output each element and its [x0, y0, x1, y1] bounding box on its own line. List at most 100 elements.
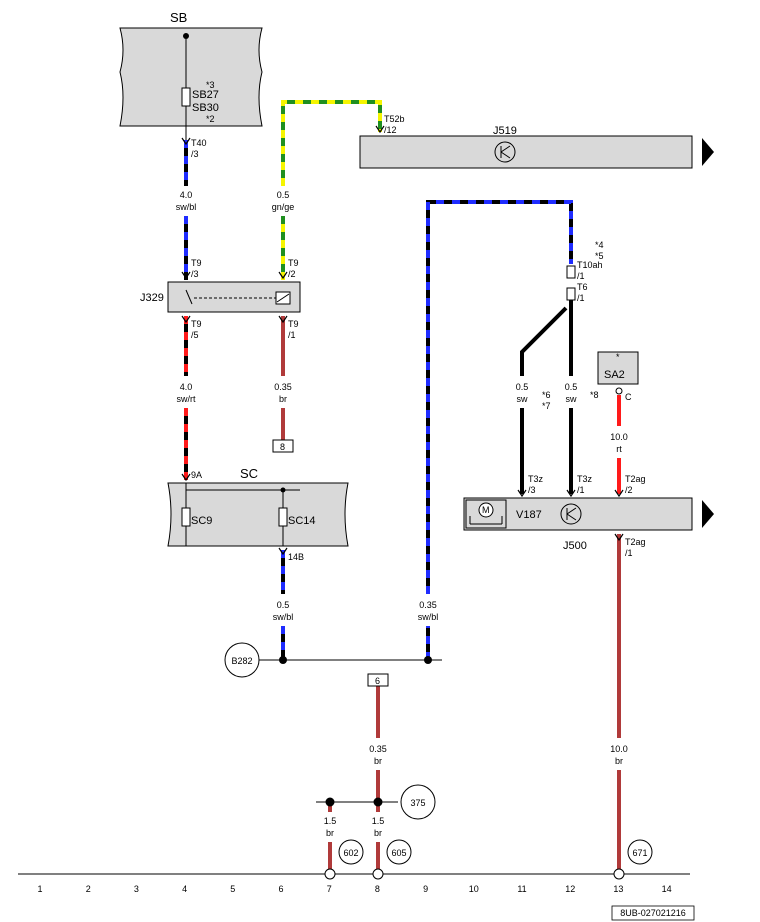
conn-t2ag-b: T2ag — [625, 537, 646, 547]
conn-t2ag-a-pin: /2 — [625, 485, 633, 495]
conn-t3z-b-pin: /1 — [577, 485, 585, 495]
ref-6-label: 6 — [375, 676, 380, 686]
j500-transistor-icon — [560, 503, 582, 525]
j500-label: J500 — [563, 540, 587, 552]
conn-t3z-b: T3z — [577, 474, 593, 484]
circle-375 — [400, 784, 436, 820]
wire-w1-size: 4.0 — [180, 190, 193, 200]
conn-t9d-pin: /1 — [288, 330, 296, 340]
wire-w11-size: 1.5 — [324, 816, 337, 826]
v187-label: V187 — [516, 509, 542, 521]
doc-code-box — [611, 905, 695, 921]
conn-t3z-a: T3z — [528, 474, 544, 484]
wire-w2-color: gn/ge — [272, 202, 295, 212]
wire-w2-size: 0.5 — [277, 190, 290, 200]
conn-t9a: T9 — [191, 258, 202, 268]
sc-fuse-a: SC9 — [191, 515, 212, 527]
fuse-sc14 — [278, 507, 288, 527]
conn-t10ah: T10ah — [577, 260, 603, 270]
wire-w9-size: 10.0 — [610, 432, 628, 442]
circle-b282 — [224, 642, 260, 678]
conn-t52b: T52b — [384, 114, 405, 124]
grid-label-10: 10 — [469, 884, 479, 894]
circle-b282-label: B282 — [231, 656, 252, 666]
wire-w5-size: 0.5 — [277, 600, 290, 610]
ref-box-6 — [367, 673, 389, 687]
wire-w3-size: 4.0 — [180, 382, 193, 392]
sb-note-b: *2 — [206, 114, 215, 124]
wire-w7-color: sw — [517, 394, 529, 404]
j519-module — [359, 135, 693, 169]
note-5: *5 — [595, 251, 604, 261]
conn-t52b-pin: /12 — [384, 125, 397, 135]
wire-w6-color: sw/bl — [418, 612, 439, 622]
conn-t9a-pin: /3 — [191, 269, 199, 279]
sb-panel — [119, 27, 263, 127]
ground-point-13 — [613, 868, 625, 880]
sb-fuse-a: SB27 — [192, 89, 219, 101]
wire-w6 — [426, 200, 573, 660]
sb-note-a: *3 — [206, 80, 215, 90]
note-8: *8 — [590, 390, 599, 400]
wire-w6-size: 0.35 — [419, 600, 437, 610]
circle-671-label: 671 — [632, 848, 647, 858]
sc-panel — [167, 482, 349, 547]
sb-title: SB — [170, 10, 187, 25]
sc-fuse-b: SC14 — [288, 515, 316, 527]
wire-w5-color: sw/bl — [273, 612, 294, 622]
sc-title: SC — [240, 466, 258, 481]
grid-label-12: 12 — [565, 884, 575, 894]
wire-w4-size: 0.35 — [274, 382, 292, 392]
wire-w10-size: 0.35 — [369, 744, 387, 754]
motor-icon — [478, 502, 494, 518]
grid-label-11: 11 — [517, 884, 526, 894]
doc-code: 8UB-027021216 — [620, 908, 686, 918]
grid-label-5: 5 — [230, 884, 235, 894]
wire-w12-size: 1.5 — [372, 816, 385, 826]
conn-t2ag-a: T2ag — [625, 474, 646, 484]
conn-t9b: T9 — [288, 258, 299, 268]
j519-transistor-icon — [494, 141, 516, 163]
grid-label-9: 9 — [423, 884, 428, 894]
conn-sc-out: 14B — [288, 552, 304, 562]
j519-label: J519 — [493, 125, 517, 137]
circle-671 — [627, 839, 653, 865]
conn-sc-in: 9A — [191, 470, 202, 480]
wire-w13-size: 10.0 — [610, 744, 628, 754]
ground-point-7 — [324, 868, 336, 880]
wire-w1-color: sw/bl — [176, 202, 197, 212]
grid-label-13: 13 — [613, 884, 623, 894]
fuse-sc9 — [181, 507, 191, 527]
svg-text:M: M — [482, 505, 490, 515]
wire-w9-color: rt — [616, 444, 622, 454]
grid-label-3: 3 — [134, 884, 139, 894]
j329-label: J329 — [140, 292, 164, 304]
ref-box-8 — [272, 439, 294, 453]
conn-t40-pin: /3 — [191, 149, 199, 159]
grid-label-1: 1 — [37, 884, 42, 894]
wire-w13-color: br — [615, 756, 623, 766]
sa2-note: * — [616, 352, 620, 362]
note-7: *7 — [542, 401, 551, 411]
grid-label-8: 8 — [375, 884, 380, 894]
conn-t6-pin: /1 — [577, 293, 585, 303]
wire-w8-color: sw — [566, 394, 578, 404]
circle-602 — [338, 839, 364, 865]
grid-label-14: 14 — [662, 884, 672, 894]
conn-t6: T6 — [577, 282, 588, 292]
wire-w3-color: sw/rt — [177, 394, 196, 404]
sa2-block — [597, 351, 639, 385]
grid-label-6: 6 — [278, 884, 283, 894]
conn-t9d: T9 — [288, 319, 299, 329]
grid-label-4: 4 — [182, 884, 187, 894]
ground-point-8 — [372, 868, 384, 880]
note-4: *4 — [595, 240, 604, 250]
wire-w7-size: 0.5 — [516, 382, 529, 392]
circle-375-label: 375 — [410, 798, 425, 808]
j519-continue-arrow — [702, 138, 714, 166]
wire-w2 — [281, 100, 382, 280]
fuse-sb27 — [181, 87, 191, 107]
conn-t10ah-pin: /1 — [577, 271, 585, 281]
conn-t9b-pin: /2 — [288, 269, 296, 279]
